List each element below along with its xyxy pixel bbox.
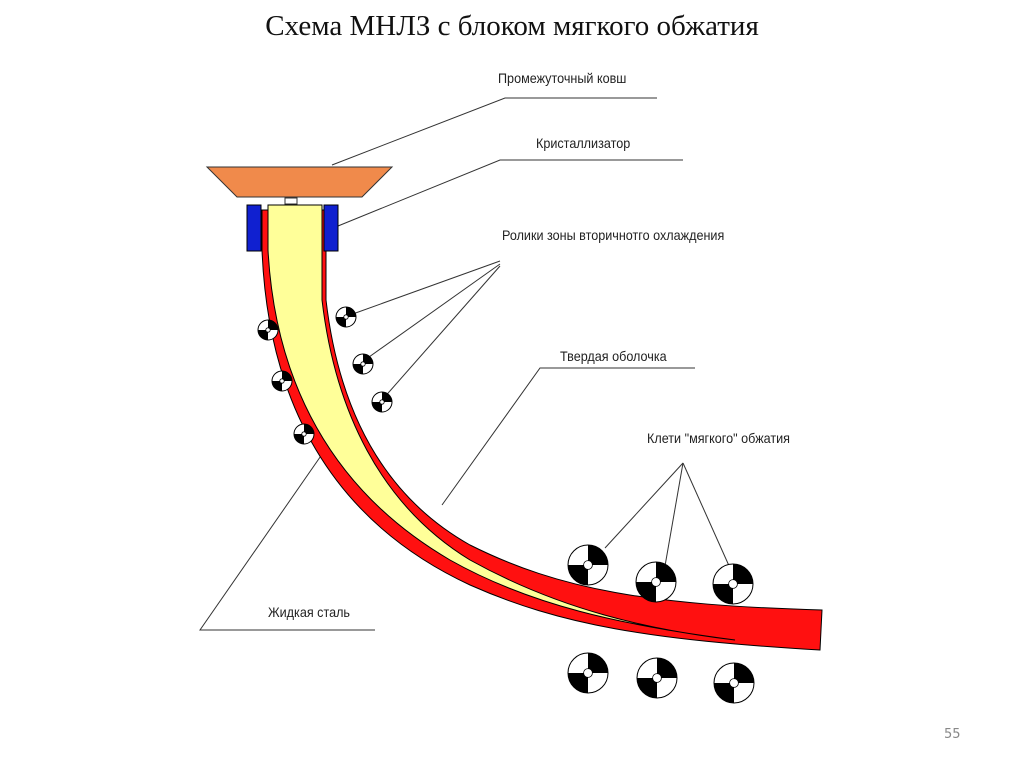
leader-stand-1 — [604, 462, 684, 549]
soft-reduction-roller — [567, 544, 609, 586]
soft-reduction-roller — [567, 652, 609, 694]
label-tundish: Промежуточный ковш — [498, 70, 627, 86]
leader-mold — [337, 159, 683, 227]
soft-reduction-roller — [636, 657, 678, 699]
secondary-cooling-roller — [371, 391, 393, 413]
secondary-cooling-roller — [352, 353, 374, 375]
leader-shell — [441, 367, 695, 506]
solid-shell — [261, 209, 823, 651]
label-soft-reduction-stands: Клети "мягкого" обжатия — [647, 430, 790, 446]
label-liquid-steel: Жидкая сталь — [268, 604, 350, 620]
secondary-cooling-roller — [271, 370, 293, 392]
leader-rolls-3 — [381, 265, 501, 401]
leader-liquid-steel — [199, 449, 375, 631]
tundish — [205, 166, 394, 198]
leader-rolls-1 — [349, 260, 501, 316]
label-mold: Кристаллизатор — [536, 135, 631, 151]
leader-tundish — [331, 97, 657, 166]
label-secondary-cooling-rolls: Ролики зоны вторичнотго охлаждения — [502, 227, 725, 243]
mold-plate-left — [246, 204, 262, 252]
liquid-core — [267, 204, 736, 641]
label-solid-shell: Твердая оболочка — [560, 348, 667, 364]
secondary-cooling-roller — [257, 319, 279, 341]
secondary-cooling-roller — [335, 306, 357, 328]
page-number: 55 — [944, 727, 961, 742]
soft-reduction-roller — [635, 561, 677, 603]
soft-reduction-roller — [712, 563, 754, 605]
leader-stand-2 — [664, 462, 684, 567]
slide-title: Схема МНЛЗ с блоком мягкого обжатия — [265, 10, 759, 42]
tundish-nozzle — [284, 197, 298, 205]
leader-rolls-2 — [361, 263, 501, 363]
mold-plate-right — [323, 204, 339, 252]
soft-reduction-roller — [713, 662, 755, 704]
leader-stand-3 — [682, 462, 731, 569]
secondary-cooling-roller — [293, 423, 315, 445]
